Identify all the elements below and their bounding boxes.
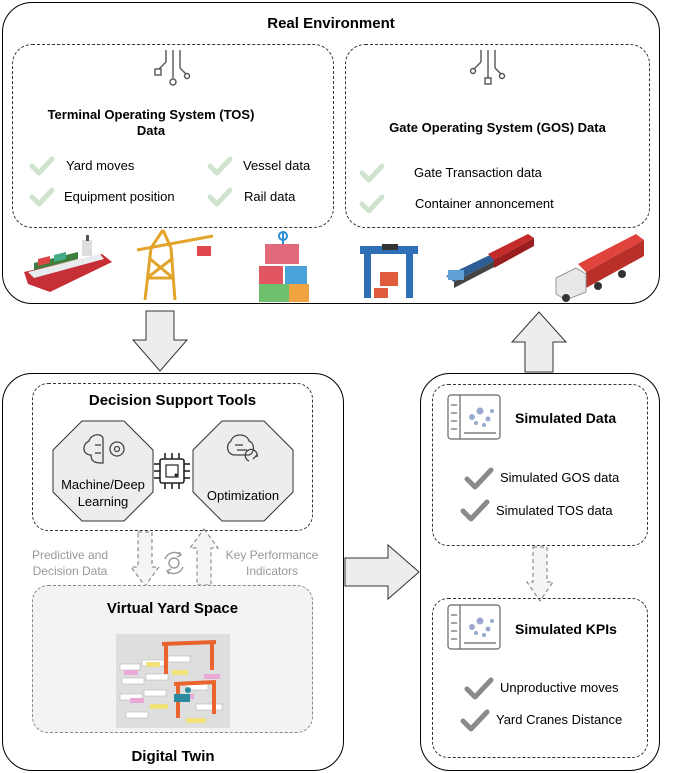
- kpi-label-line1: Key Performance: [225, 548, 319, 562]
- dashboard-icon: [447, 394, 501, 440]
- dashboard-icon: [447, 604, 501, 650]
- tos-title-line1: Terminal Operating System (TOS): [47, 107, 255, 122]
- real-environment-title: Real Environment: [267, 15, 395, 32]
- unproductive-moves: Unproductive moves: [500, 680, 619, 695]
- optimization-label: Optimization: [206, 488, 280, 503]
- gantry-crane-illustration: [136, 229, 214, 301]
- predictive-decision-label-line1: Predictive and: [31, 548, 109, 562]
- circuit-icon: [154, 50, 191, 86]
- ml-label-line1: Machine/Deep: [61, 477, 145, 492]
- check-icon: [207, 156, 233, 176]
- check-icon: [460, 709, 490, 732]
- decision-support-tools-box: [32, 383, 313, 531]
- dst-title: Decision Support Tools: [88, 392, 257, 409]
- simulated-data-title: Simulated Data: [515, 410, 617, 426]
- yard-illustration: [116, 634, 230, 728]
- check-icon: [29, 156, 55, 176]
- gos-item-container-announcement: Container annoncement: [415, 196, 554, 211]
- simulated-gos-data: Simulated GOS data: [500, 470, 620, 485]
- real-environment-box: [2, 2, 660, 304]
- tos-item-vessel-data: Vessel data: [243, 158, 311, 173]
- ml-octagon: [52, 420, 154, 522]
- gos-item-gate-transaction: Gate Transaction data: [414, 165, 542, 180]
- circuit-icon: [469, 50, 506, 85]
- sync-icon: [164, 551, 184, 575]
- up-arrow: [510, 311, 568, 373]
- dashed-down-arrow: [526, 546, 554, 602]
- check-icon: [460, 499, 490, 522]
- predictive-decision-label-line2: Decision Data: [32, 564, 108, 578]
- chip-icon: [154, 453, 190, 489]
- kpi-label-line2: Indicators: [245, 564, 299, 578]
- tos-item-equipment-position: Equipment position: [64, 189, 175, 204]
- right-arrow: [344, 543, 420, 601]
- digital-twin-title: Digital Twin: [131, 748, 215, 765]
- tos-data-box: [12, 44, 334, 228]
- container-stack-illustration: [259, 231, 309, 302]
- yard-cranes-distance: Yard Cranes Distance: [496, 712, 623, 727]
- check-icon: [464, 467, 494, 490]
- simulated-kpis-box: [432, 598, 648, 758]
- gos-title: Gate Operating System (GOS) Data: [389, 120, 606, 135]
- straddle-carrier-illustration: [360, 244, 418, 298]
- ml-label-line2: Learning: [77, 494, 129, 509]
- check-icon: [464, 677, 494, 700]
- gos-data-box: [345, 44, 650, 228]
- dashed-up-arrow: [189, 528, 219, 586]
- check-icon: [207, 187, 233, 207]
- container-truck-illustration: [555, 234, 644, 302]
- dashed-down-arrow: [130, 531, 160, 587]
- vys-title: Virtual Yard Space: [106, 600, 239, 617]
- check-icon: [359, 163, 385, 183]
- optimization-octagon: [192, 420, 294, 522]
- simulated-tos-data: Simulated TOS data: [496, 503, 613, 518]
- cargo-ship-illustration: [24, 235, 112, 292]
- tos-title-line2: Data: [136, 123, 166, 138]
- check-icon: [359, 194, 385, 214]
- simulated-data-box: [432, 384, 648, 546]
- freight-train-illustration: [446, 234, 534, 288]
- tos-item-rail-data: Rail data: [244, 189, 296, 204]
- tos-item-yard-moves: Yard moves: [66, 158, 135, 173]
- simulated-kpis-title: Simulated KPIs: [515, 621, 617, 637]
- down-arrow: [131, 310, 189, 372]
- check-icon: [29, 187, 55, 207]
